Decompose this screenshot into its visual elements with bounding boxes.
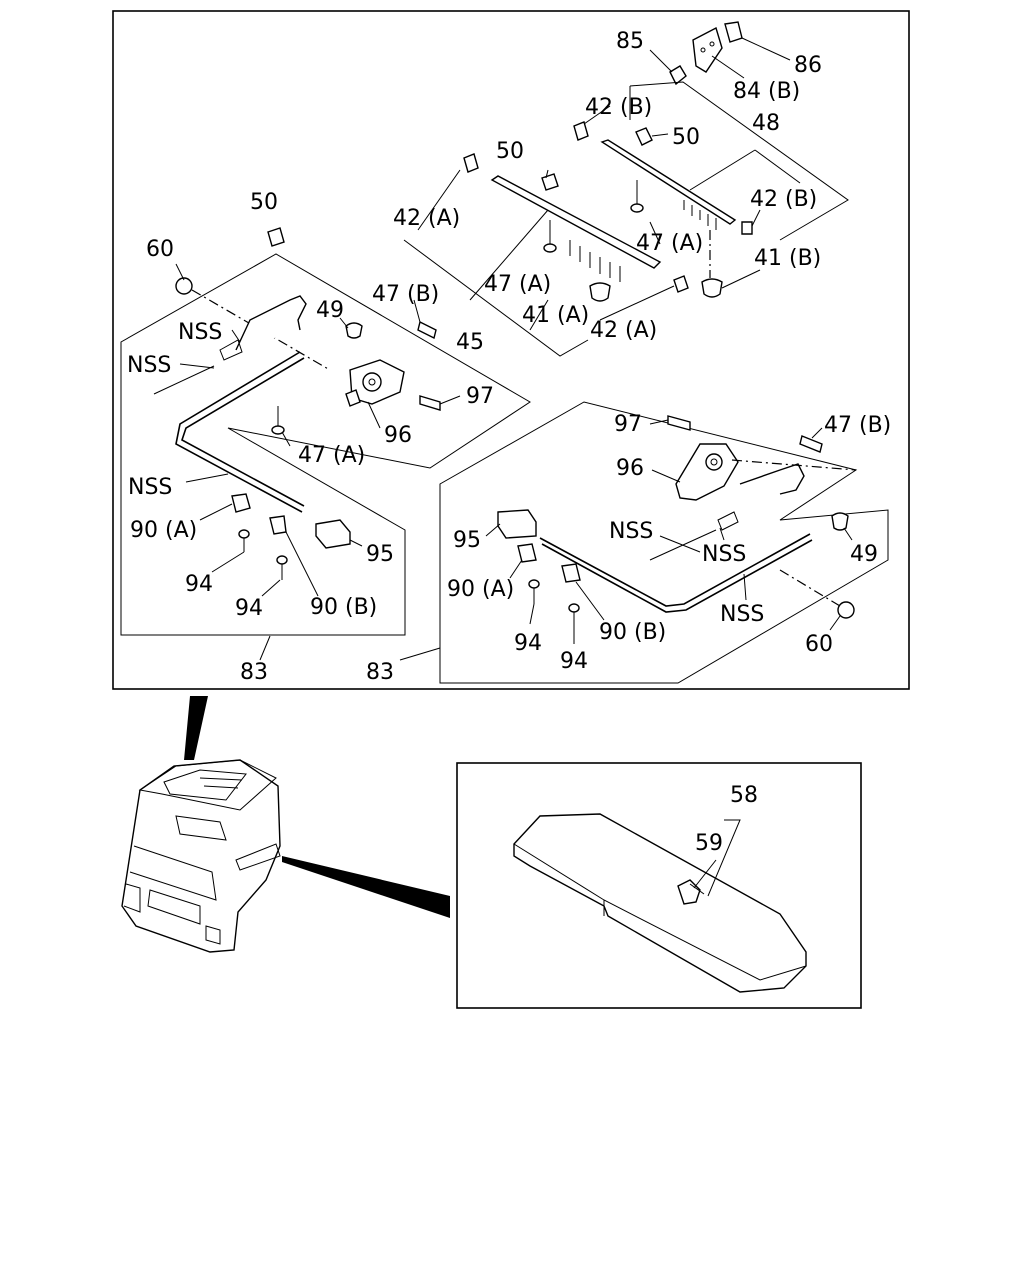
label-97-left: 97 bbox=[466, 384, 494, 409]
inset-frame bbox=[456, 762, 862, 1009]
label-47a-right: 47 (A) bbox=[636, 231, 703, 256]
label-60-left: 60 bbox=[146, 237, 174, 262]
grommet-49-left bbox=[345, 322, 363, 339]
label-50-mid: 50 bbox=[496, 139, 524, 164]
label-nss-6: NSS bbox=[720, 602, 764, 627]
label-nss-5: NSS bbox=[702, 542, 746, 567]
clip-90b-right bbox=[561, 563, 581, 583]
label-86: 86 bbox=[794, 53, 822, 78]
label-58: 58 bbox=[730, 783, 758, 808]
screw-47a-left bbox=[271, 406, 285, 435]
screw-85 bbox=[669, 65, 687, 86]
main-frame bbox=[112, 10, 910, 690]
label-42b-top: 42 (B) bbox=[585, 95, 652, 120]
screw-47a-right bbox=[630, 180, 644, 213]
label-83-left: 83 bbox=[240, 660, 268, 685]
label-96-left: 96 bbox=[384, 423, 412, 448]
label-94-right2: 94 bbox=[560, 649, 588, 674]
label-49-right: 49 bbox=[850, 542, 878, 567]
label-42b-right: 42 (B) bbox=[750, 187, 817, 212]
grommet-60-left bbox=[175, 277, 193, 295]
clip-86 bbox=[724, 21, 743, 43]
label-42a-low: 42 (A) bbox=[590, 318, 657, 343]
frame-83-left bbox=[120, 253, 531, 636]
label-90a-right: 90 (A) bbox=[447, 577, 514, 602]
clip-90b-left bbox=[269, 515, 287, 535]
bolt-97-left bbox=[419, 395, 441, 411]
label-50-left: 50 bbox=[250, 190, 278, 215]
label-41a: 41 (A) bbox=[522, 303, 589, 328]
rail-45 bbox=[490, 175, 662, 282]
motor-96-right bbox=[675, 443, 739, 501]
rail-48 bbox=[600, 139, 737, 230]
grommet-60-right bbox=[837, 601, 855, 619]
label-48: 48 bbox=[752, 111, 780, 136]
label-45: 45 bbox=[456, 330, 484, 355]
clip-42a-top bbox=[463, 153, 479, 173]
label-94-left1: 94 bbox=[185, 572, 213, 597]
label-95-right: 95 bbox=[453, 528, 481, 553]
label-94-left2: 94 bbox=[235, 596, 263, 621]
label-nss-2: NSS bbox=[127, 353, 171, 378]
label-42a-top: 42 (A) bbox=[393, 206, 460, 231]
clip-90a-left bbox=[231, 493, 251, 513]
label-47b-right: 47 (B) bbox=[824, 413, 891, 438]
grommet-49-right bbox=[831, 512, 849, 531]
connector-95-right bbox=[497, 509, 537, 539]
clip-42a-low bbox=[673, 275, 689, 293]
grommet-41a bbox=[589, 282, 611, 302]
clip-42b-top bbox=[573, 121, 589, 141]
clip-42b-right bbox=[741, 221, 753, 235]
label-60-right: 60 bbox=[805, 632, 833, 657]
pointer-wedge-top bbox=[184, 696, 208, 760]
bolt-94-left2 bbox=[276, 555, 288, 580]
label-84b: 84 (B) bbox=[733, 79, 800, 104]
bolt-94-right1 bbox=[528, 579, 540, 604]
clip-90a-right bbox=[517, 543, 537, 563]
label-90b-right: 90 (B) bbox=[599, 620, 666, 645]
label-nss-1: NSS bbox=[178, 320, 222, 345]
bracket-84b bbox=[692, 26, 723, 73]
label-47a-low: 47 (A) bbox=[298, 443, 365, 468]
label-94-right1: 94 bbox=[514, 631, 542, 656]
frame-83-right bbox=[439, 401, 889, 684]
label-59: 59 bbox=[695, 831, 723, 856]
pointer-wedge-right bbox=[282, 856, 450, 918]
label-96-right: 96 bbox=[616, 456, 644, 481]
label-90b-left: 90 (B) bbox=[310, 595, 377, 620]
motor-96-left bbox=[345, 359, 405, 407]
label-nss-4: NSS bbox=[609, 519, 653, 544]
label-85: 85 bbox=[616, 29, 644, 54]
visor-panel-58 bbox=[513, 813, 807, 993]
clip-50-right bbox=[635, 127, 653, 146]
label-47a-mid: 47 (A) bbox=[484, 272, 551, 297]
connector-95-left bbox=[315, 519, 351, 549]
bolt-47b-right bbox=[799, 435, 823, 453]
label-49-left: 49 bbox=[316, 298, 344, 323]
label-83-right: 83 bbox=[366, 660, 394, 685]
bolt-97-right bbox=[667, 415, 691, 431]
screw-47a-mid bbox=[543, 220, 557, 253]
bolt-47b-left bbox=[417, 320, 437, 340]
label-nss-3: NSS bbox=[128, 475, 172, 500]
grommet-41b bbox=[701, 278, 723, 298]
label-50-right: 50 bbox=[672, 125, 700, 150]
label-97-right: 97 bbox=[614, 412, 642, 437]
clip-50-left bbox=[267, 227, 285, 247]
bolt-94-right2 bbox=[568, 603, 580, 628]
label-95-left: 95 bbox=[366, 542, 394, 567]
truck-cab bbox=[121, 759, 281, 953]
clip-50-mid bbox=[541, 173, 559, 191]
label-90a-left: 90 (A) bbox=[130, 518, 197, 543]
label-41b: 41 (B) bbox=[754, 246, 821, 271]
clip-59 bbox=[677, 879, 705, 905]
label-47b-left: 47 (B) bbox=[372, 282, 439, 307]
bolt-94-left1 bbox=[238, 529, 250, 552]
